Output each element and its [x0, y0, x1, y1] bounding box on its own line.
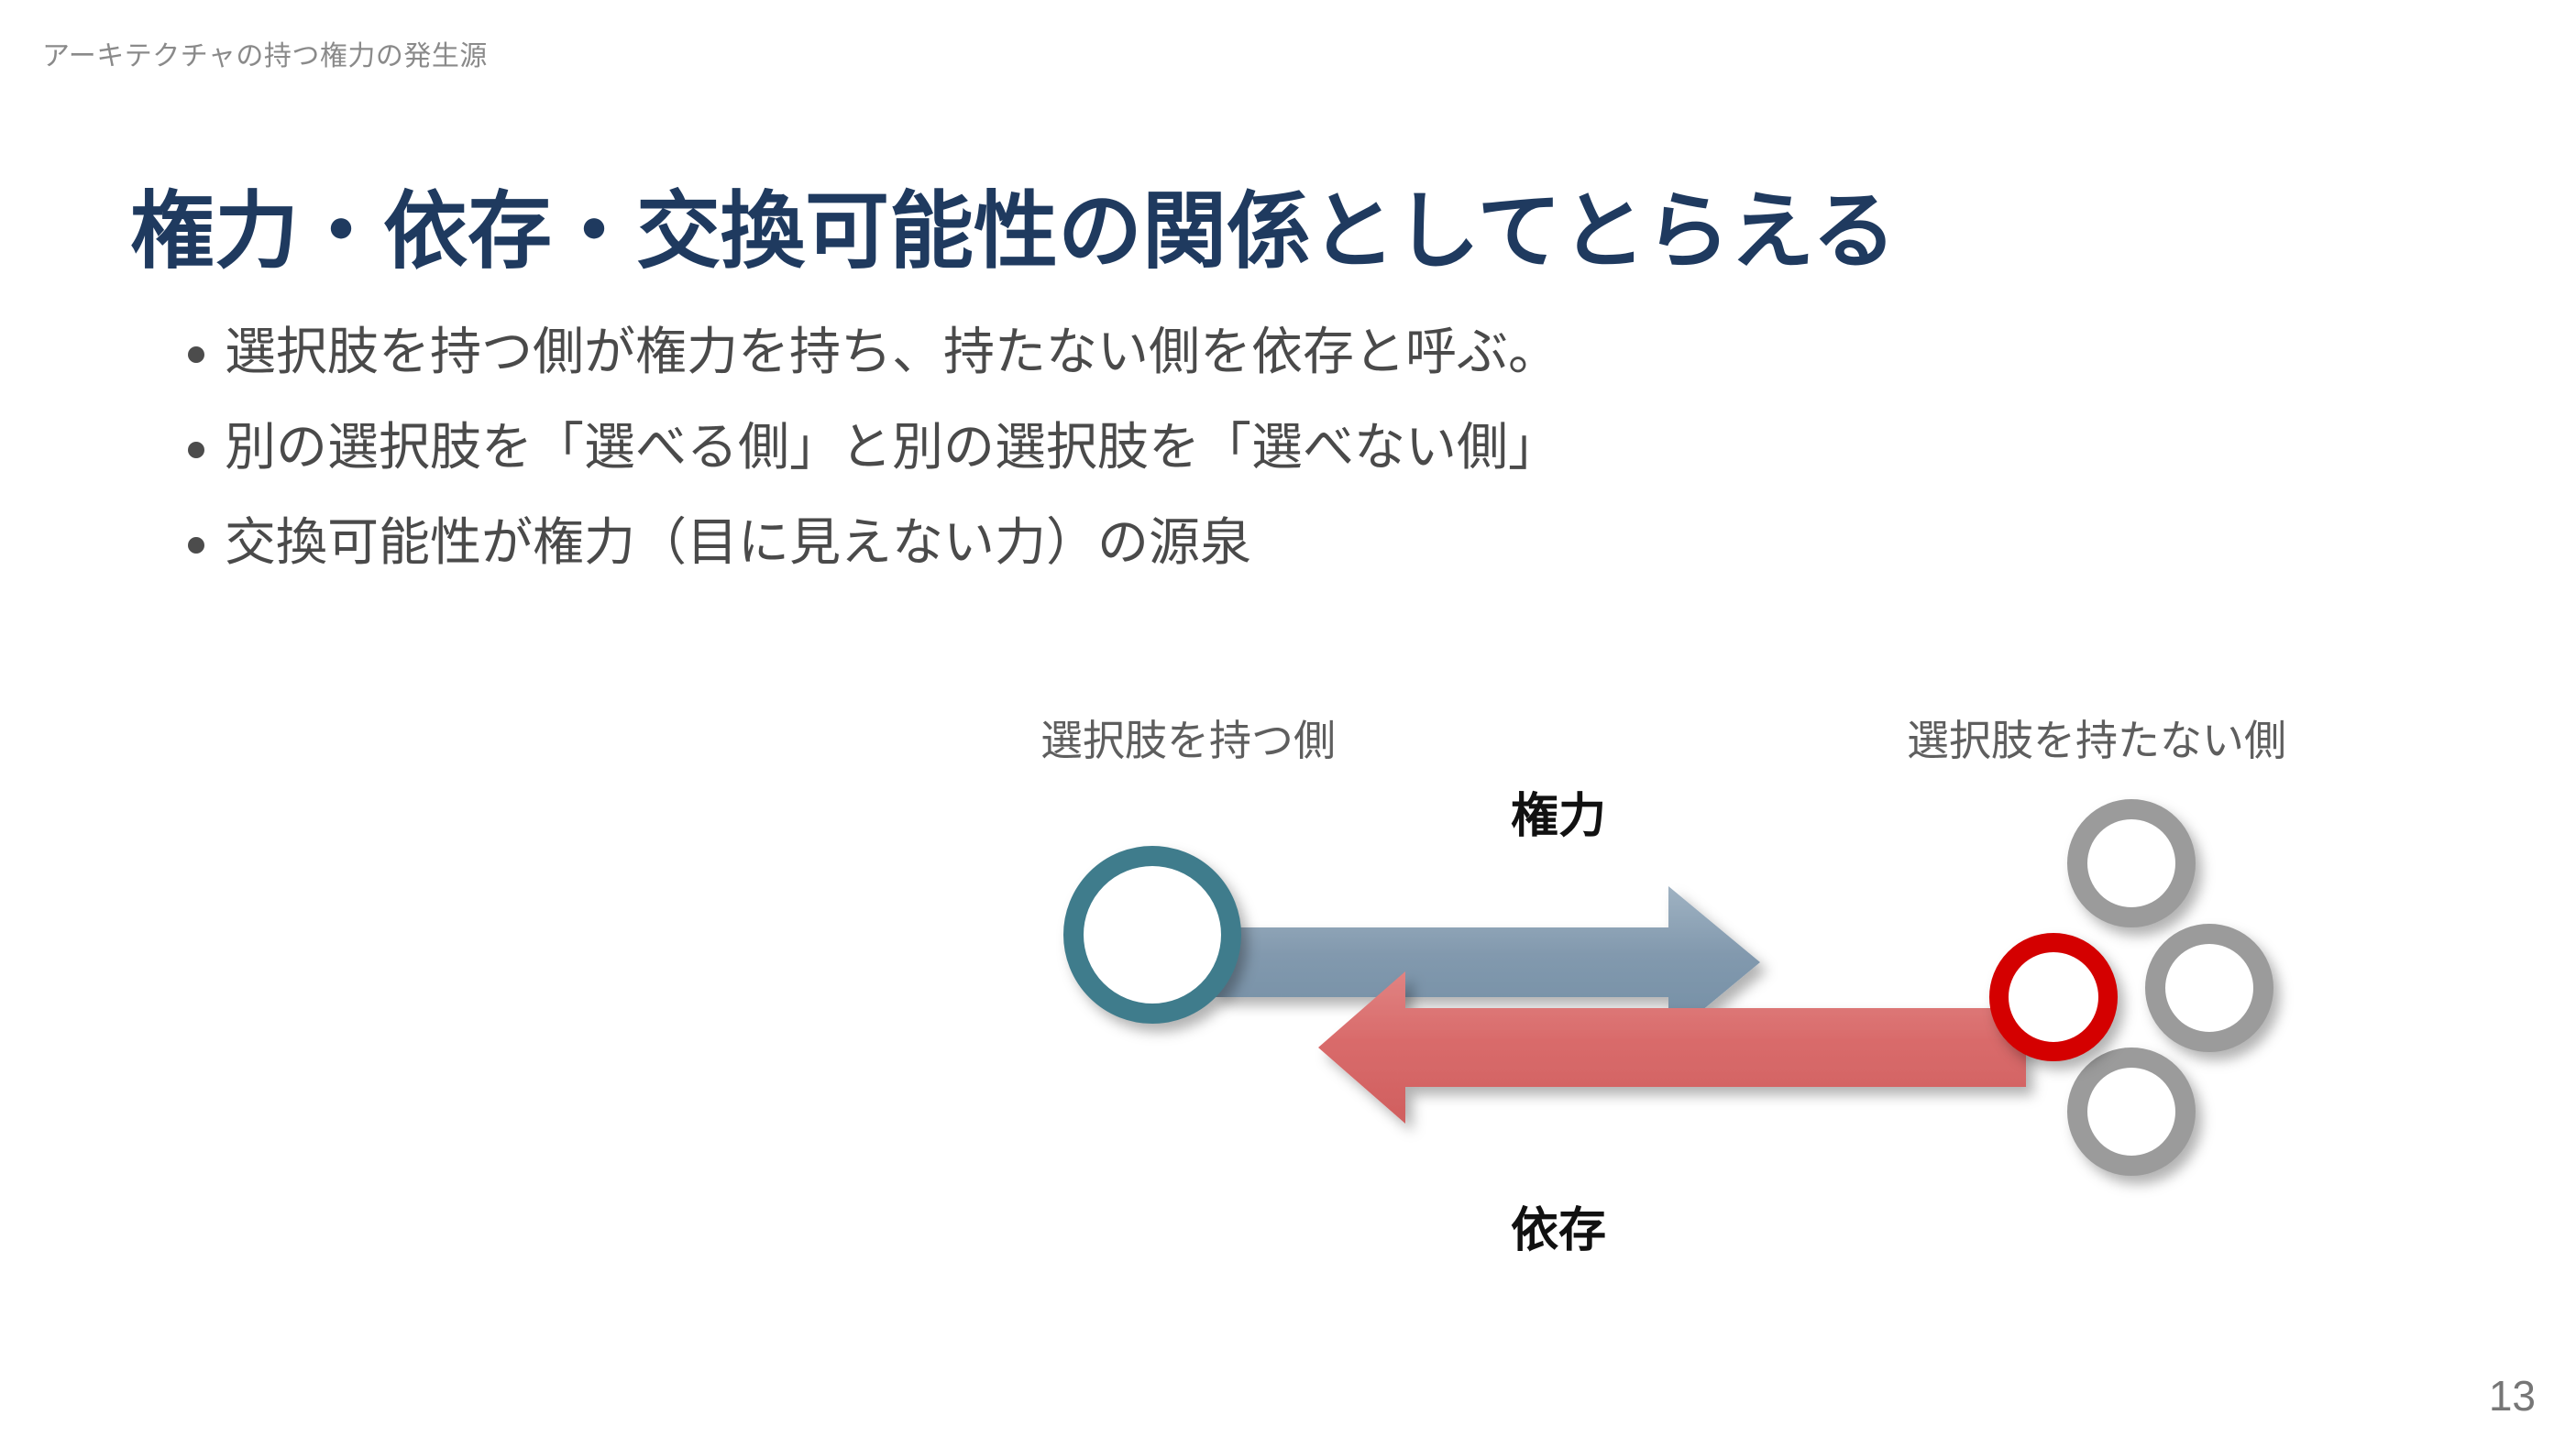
power-dependence-diagram: 選択肢を持つ側 選択肢を持たない側	[990, 697, 2420, 1356]
arrow-layer	[1215, 886, 2026, 1124]
no-choice-holder-circle	[1989, 933, 2118, 1061]
bullet-text: 選択肢を持つ側が権力を持ち、持たない側を依存と呼ぶ。	[225, 323, 1559, 380]
diagram-label-right: 選択肢を持たない側	[1907, 717, 2286, 764]
bullet-dot-icon	[188, 442, 204, 458]
page-title: 権力・依存・交換可能性の関係としてとらえる	[130, 184, 1897, 279]
list-item: 選択肢を持つ側が権力を持ち、持たない側を依存と呼ぶ。	[188, 323, 2021, 381]
choice-holder-circle	[1063, 846, 1241, 1024]
diagram-label-left: 選択肢を持つ側	[1040, 717, 1336, 764]
list-item: 交換可能性が権力（目に見えない力）の源泉	[188, 513, 2021, 572]
power-arrow-label: 権力	[1511, 790, 1607, 843]
power-arrow-icon	[1215, 886, 1760, 1038]
alternative-circle-bottom	[2067, 1048, 2196, 1176]
dependence-arrow-label: 依存	[1511, 1204, 1607, 1257]
alternative-circle-right	[2145, 924, 2273, 1052]
page-number: 13	[2488, 1372, 2536, 1420]
alternative-circle-top	[2067, 799, 2196, 927]
bullet-text: 交換可能性が権力（目に見えない力）の源泉	[225, 513, 1251, 571]
bullet-dot-icon	[188, 346, 204, 363]
bullet-text: 別の選択肢を「選べる側」と別の選択肢を「選べない側」	[225, 418, 1559, 476]
dependence-arrow-icon	[1318, 971, 2026, 1124]
list-item: 別の選択肢を「選べる側」と別の選択肢を「選べない側」	[188, 418, 2021, 477]
bullet-list: 選択肢を持つ側が権力を持ち、持たない側を依存と呼ぶ。 別の選択肢を「選べる側」と…	[188, 323, 2021, 609]
bullet-dot-icon	[188, 537, 204, 554]
slide-kicker: アーキテクチャの持つ権力の発生源	[42, 41, 488, 71]
